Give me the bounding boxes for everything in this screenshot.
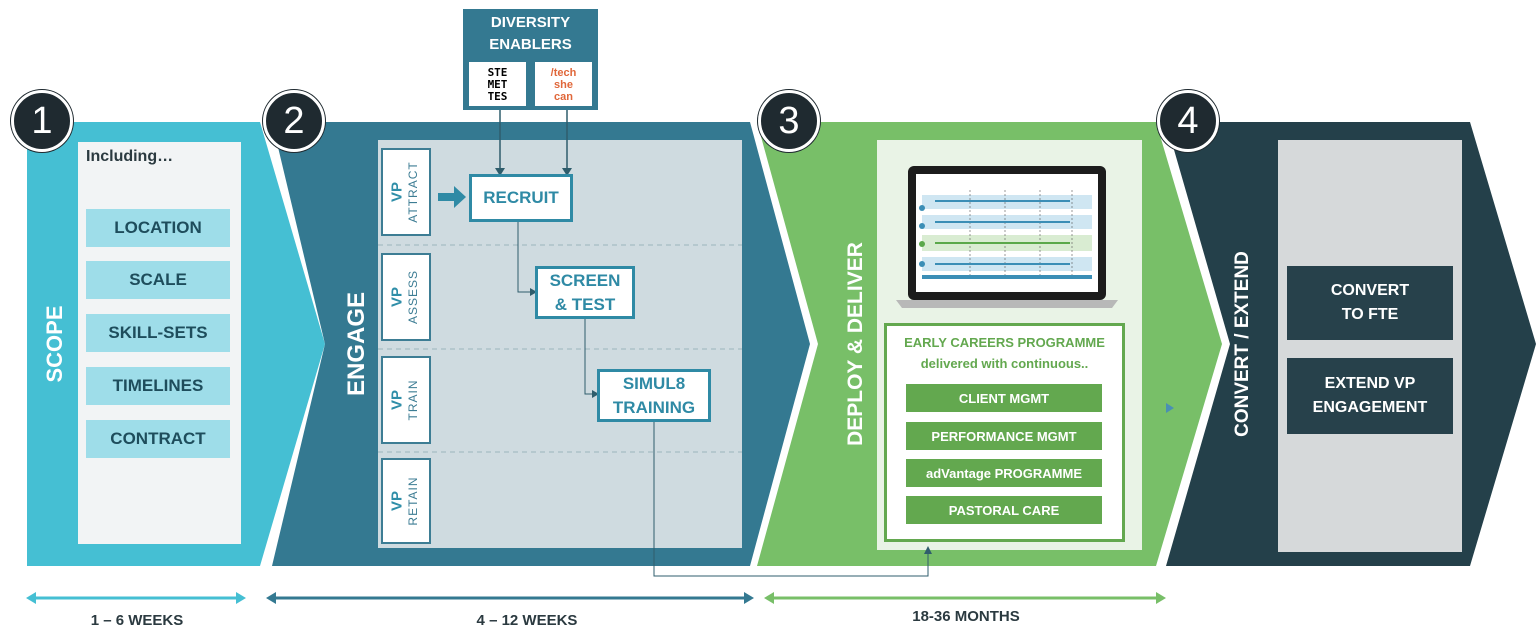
vp-mark: VP xyxy=(388,490,406,511)
step-simul8-training: SIMUL8 TRAINING xyxy=(597,369,711,422)
scope-item-timelines: TIMELINES xyxy=(86,367,230,405)
vp-tab-train: VP TRAIN xyxy=(381,356,431,444)
phase2-title: ENGAGE xyxy=(343,291,370,397)
scope-intro: Including… xyxy=(86,148,174,165)
deliver-item-pastoral-care: PASTORAL CARE xyxy=(906,496,1102,524)
stemettes-logo: STE MET TES xyxy=(469,62,526,106)
vp-tab-label: RETAIN xyxy=(406,476,420,526)
phase3-number-badge: 3 xyxy=(758,90,820,152)
vp-mark: VP xyxy=(388,286,406,307)
deliver-item-performance-mgmt: PERFORMANCE MGMT xyxy=(906,422,1102,450)
vp-tab-attract: VP ATTRACT xyxy=(381,148,431,236)
phase4-number-badge: 4 xyxy=(1157,90,1219,152)
early-careers-heading: EARLY CAREERS PROGRAMME delivered with c… xyxy=(904,335,1105,371)
vp-tab-label: ATTRACT xyxy=(406,161,420,223)
deliver-item-client-mgmt: CLIENT MGMT xyxy=(906,384,1102,412)
phase2-number-badge: 2 xyxy=(263,90,325,152)
convert-item-extend: EXTEND VP ENGAGEMENT xyxy=(1287,358,1453,434)
step-recruit: RECRUIT xyxy=(469,174,573,222)
vp-mark: VP xyxy=(388,181,406,202)
convert-panel xyxy=(1278,140,1462,552)
convert-item-fte: CONVERT TO FTE xyxy=(1287,266,1453,340)
scope-item-skill-sets: SKILL-SETS xyxy=(86,314,230,352)
scope-item-contract: CONTRACT xyxy=(86,420,230,458)
scope-item-location: LOCATION xyxy=(86,209,230,247)
vp-tab-assess: VP ASSESS xyxy=(381,253,431,341)
phase4-title: CONVERT / EXTEND xyxy=(1232,251,1253,437)
phase1-title: SCOPE xyxy=(42,305,67,383)
laptop-illustration xyxy=(896,166,1118,308)
vp-mark: VP xyxy=(388,389,406,410)
techshecan-logo: /tech she can xyxy=(535,62,592,106)
vp-tab-label: TRAIN xyxy=(406,379,420,421)
scope-item-scale: SCALE xyxy=(86,261,230,299)
duration-scope: 1 – 6 WEEKS xyxy=(90,612,184,629)
duration-deliver: 18-36 MONTHS xyxy=(912,608,1020,625)
phase3-title: DEPLOY & DELIVER xyxy=(844,242,867,446)
diversity-enablers-box: DIVERSITY ENABLERS STE MET TES /tech she… xyxy=(463,9,598,110)
phase1-number-badge: 1 xyxy=(11,90,73,152)
vp-tab-retain: VP RETAIN xyxy=(381,458,431,544)
duration-engage: 4 – 12 WEEKS xyxy=(476,612,578,629)
step-screen-and-test: SCREEN & TEST xyxy=(535,266,635,319)
deliver-item-advantage-programme: adVantage PROGRAMME xyxy=(906,459,1102,487)
vp-tab-label: ASSESS xyxy=(406,269,420,325)
diversity-enablers-title: DIVERSITY ENABLERS xyxy=(489,14,572,53)
